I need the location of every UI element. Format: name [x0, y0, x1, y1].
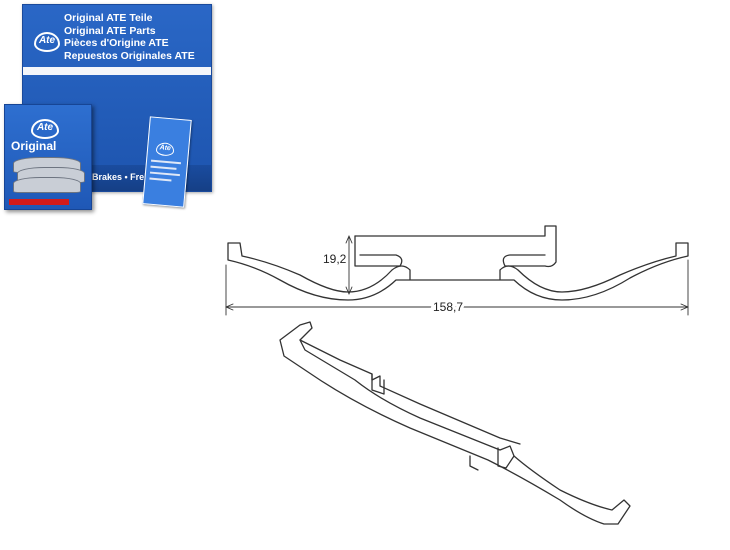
clip-perspective-view — [279, 321, 631, 525]
red-strip — [9, 199, 69, 205]
brake-pad-box: Ate Original — [4, 104, 92, 210]
clip-side-view — [227, 225, 689, 301]
ate-logo-icon: Ate — [34, 32, 60, 52]
packaging-line: Pièces d'Origine ATE — [64, 37, 169, 49]
packaging-side-text: Brakes • Frei — [92, 172, 147, 182]
packaging-text-block: Original ATE Teile Original ATE Parts Pi… — [64, 12, 195, 62]
packaging-line: Repuestos Originales ATE — [64, 49, 195, 62]
dimension-lines — [225, 235, 689, 316]
original-label: Original — [11, 139, 57, 153]
packaging-line: Original ATE Parts — [64, 24, 156, 37]
brake-pads-icon — [9, 157, 87, 197]
packaging-image: Ate Original ATE Teile Original ATE Part… — [0, 0, 215, 215]
dimension-width-label: 158,7 — [433, 300, 463, 314]
packaging-line: Original ATE Teile — [64, 12, 153, 24]
dimension-height-label: 19,2 — [323, 252, 347, 266]
ate-logo-icon: Ate — [31, 119, 59, 139]
